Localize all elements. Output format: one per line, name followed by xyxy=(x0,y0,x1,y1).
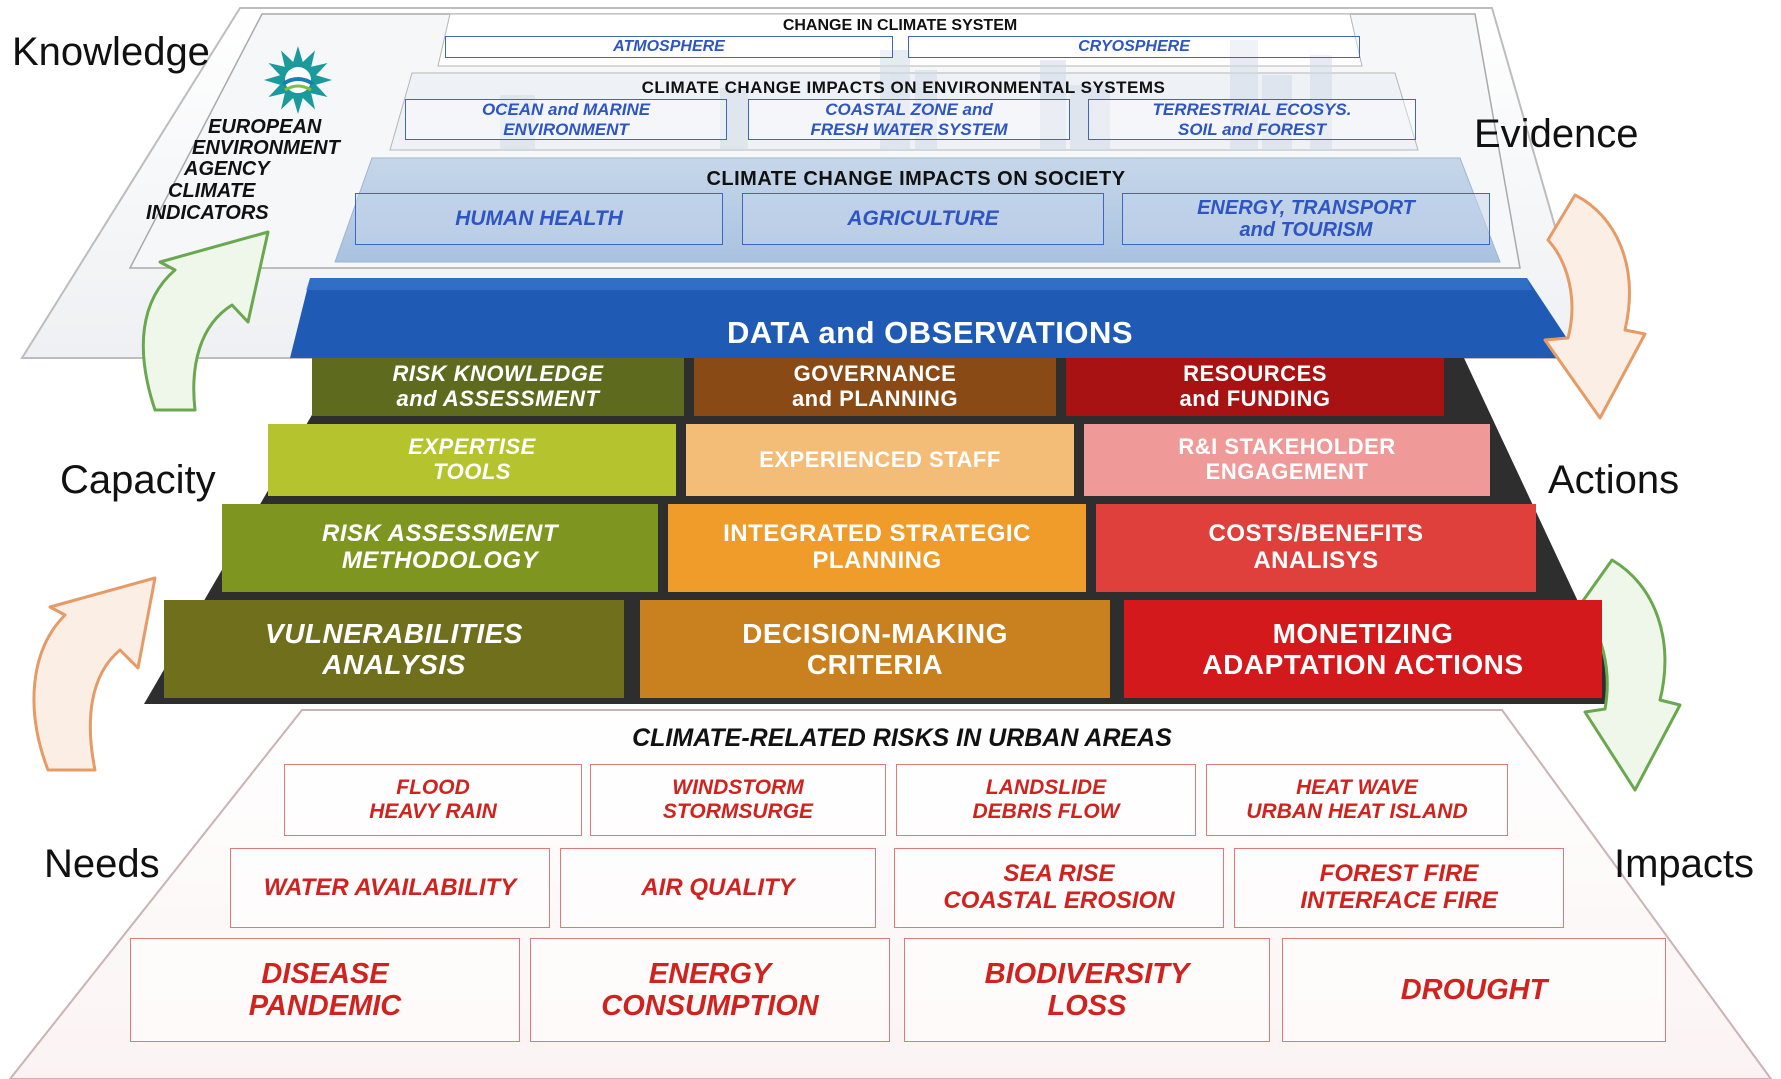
eea-logo-icon xyxy=(264,46,332,114)
environmental-title: CLIMATE CHANGE IMPACTS ON ENVIRONMENTAL … xyxy=(641,78,1166,97)
risk-windstorm: WINDSTORM STORMSURGE xyxy=(590,764,886,836)
society-item-energy: ENERGY, TRANSPORT and TOURISM xyxy=(1122,193,1490,245)
mid-cell-decision-making: DECISION-MAKING CRITERIA xyxy=(640,600,1110,698)
eea-line-4: CLIMATE xyxy=(168,180,256,202)
mid-cell-integrated-planning: INTEGRATED STRATEGIC PLANNING xyxy=(668,504,1086,592)
mid-cell-experienced-staff: EXPERIENCED STAFF xyxy=(686,424,1074,496)
data-band xyxy=(290,278,1580,358)
mid-cell-expertise-tools: EXPERTISE TOOLS xyxy=(268,424,676,496)
climate-system-title: CHANGE IN CLIMATE SYSTEM xyxy=(782,17,1018,34)
mid-cell-vulnerabilities: VULNERABILITIES ANALYSIS xyxy=(164,600,624,698)
society-title: CLIMATE CHANGE IMPACTS ON SOCIETY xyxy=(706,168,1126,190)
city-skyline xyxy=(500,40,1332,150)
climate-item-atmosphere: ATMOSPHERE xyxy=(445,36,893,58)
risk-air-quality: AIR QUALITY xyxy=(560,848,876,928)
risk-biodiversity: BIODIVERSITY LOSS xyxy=(904,938,1270,1042)
mid-cell-monetizing: MONETIZING ADAPTATION ACTIONS xyxy=(1124,600,1602,698)
risk-water-availability: WATER AVAILABILITY xyxy=(230,848,550,928)
risk-drought: DROUGHT xyxy=(1282,938,1666,1042)
risk-flood: FLOOD HEAVY RAIN xyxy=(284,764,582,836)
label-actions: Actions xyxy=(1548,458,1680,502)
arrow-evidence-actions xyxy=(1543,193,1647,420)
mid-cell-stakeholder: R&I STAKEHOLDER ENGAGEMENT xyxy=(1084,424,1490,496)
climate-system-band xyxy=(437,13,1363,67)
mid-cell-risk-methodology: RISK ASSESSMENT METHODOLOGY xyxy=(222,504,658,592)
risk-energy-consumption: ENERGY CONSUMPTION xyxy=(530,938,890,1042)
risk-landslide: LANDSLIDE DEBRIS FLOW xyxy=(896,764,1196,836)
env-item-ocean: OCEAN and MARINE ENVIRONMENT xyxy=(405,99,727,140)
data-observations-label: DATA and OBSERVATIONS xyxy=(726,315,1134,350)
mid-header-risk: RISK KNOWLEDGE and ASSESSMENT xyxy=(312,358,684,416)
label-knowledge: Knowledge xyxy=(12,30,210,74)
urban-risks-title: CLIMATE-RELATED RISKS IN URBAN AREAS xyxy=(632,724,1172,752)
eea-line-1: EUROPEAN xyxy=(208,116,322,138)
mid-header-governance: GOVERNANCE and PLANNING xyxy=(694,358,1056,416)
label-needs: Needs xyxy=(44,842,160,886)
risk-forest-fire: FOREST FIRE INTERFACE FIRE xyxy=(1234,848,1564,928)
arrow-needs-capacity xyxy=(32,576,157,772)
risk-disease: DISEASE PANDEMIC xyxy=(130,938,520,1042)
eea-line-2: ENVIRONMENT xyxy=(192,137,340,159)
society-item-human-health: HUMAN HEALTH xyxy=(355,193,723,245)
mid-header-resources: RESOURCES and FUNDING xyxy=(1066,358,1444,416)
eea-line-5: INDICATORS xyxy=(146,202,269,224)
risk-heat-wave: HEAT WAVE URBAN HEAT ISLAND xyxy=(1206,764,1508,836)
env-item-terrestrial: TERRESTRIAL ECOSYS. SOIL and FOREST xyxy=(1088,99,1416,140)
arrow-capacity-knowledge xyxy=(141,230,270,412)
env-item-coastal: COASTAL ZONE and FRESH WATER SYSTEM xyxy=(748,99,1070,140)
climate-item-cryosphere: CRYOSPHERE xyxy=(908,36,1360,58)
society-item-agriculture: AGRICULTURE xyxy=(742,193,1104,245)
label-evidence: Evidence xyxy=(1474,112,1639,156)
label-capacity: Capacity xyxy=(60,458,216,502)
mid-cell-costs-benefits: COSTS/BENEFITS ANALISYS xyxy=(1096,504,1536,592)
label-impacts: Impacts xyxy=(1614,842,1755,886)
eea-line-3: AGENCY xyxy=(184,158,270,180)
risk-sea-rise: SEA RISE COASTAL EROSION xyxy=(894,848,1224,928)
